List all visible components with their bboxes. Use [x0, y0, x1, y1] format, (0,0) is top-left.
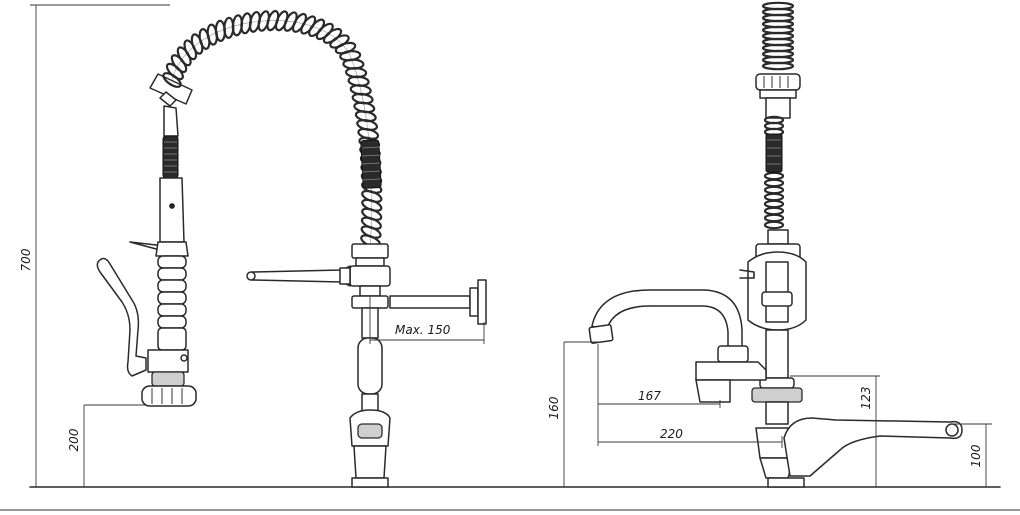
- dimension-spout-height: 160: [547, 341, 600, 487]
- wall-bracket-arm: [246, 265, 351, 287]
- dimension-body-height: 123: [790, 375, 880, 487]
- coil-spring: [162, 9, 383, 257]
- coil-spring-front: [761, 1, 795, 71]
- dim-label-700: 700: [19, 248, 33, 271]
- dim-label-160: 160: [547, 396, 561, 419]
- dimension-lever-height: 100: [950, 423, 992, 487]
- wall-mount: [389, 279, 487, 325]
- dimension-max-wall-offset: Max. 150: [369, 296, 485, 344]
- spray-head-assembly: [129, 73, 197, 407]
- spring-coil: [763, 206, 785, 216]
- dimension-base-height: 200: [67, 404, 150, 487]
- spring-coil: [763, 171, 785, 181]
- aerator: [588, 324, 614, 344]
- spring-grip: [360, 139, 382, 189]
- wrist-lever-side: [96, 257, 147, 377]
- base-nut: [141, 385, 197, 407]
- dim-label-167: 167: [638, 389, 661, 403]
- dim-label-220: 220: [660, 427, 683, 441]
- dim-label-100: 100: [969, 444, 983, 467]
- main-column: [349, 243, 391, 488]
- swivel-spout: [588, 289, 767, 403]
- ribbed-column: [157, 255, 187, 351]
- dim-label-max-150: Max. 150: [395, 323, 451, 337]
- grip-sleeve-front: [765, 133, 783, 173]
- main-column-front: [739, 229, 807, 488]
- coil-spring-front-lower: [763, 115, 785, 230]
- dim-label-200: 200: [67, 428, 81, 451]
- dim-label-123: 123: [859, 387, 873, 410]
- spring-coil: [763, 199, 785, 209]
- spring-coil: [763, 213, 785, 223]
- spring-coil: [763, 178, 785, 188]
- dimension-overall-height: 700: [19, 4, 170, 487]
- spring-coil: [763, 192, 785, 202]
- dimension-lever-reach: 220: [598, 427, 783, 448]
- spring-collar-front: [755, 73, 801, 119]
- clinical-lever: [783, 417, 963, 477]
- dimension-spout-reach: 167: [597, 344, 721, 446]
- spring-coil: [763, 185, 785, 195]
- spring-coil: [763, 220, 785, 230]
- spring-coil: [761, 61, 795, 71]
